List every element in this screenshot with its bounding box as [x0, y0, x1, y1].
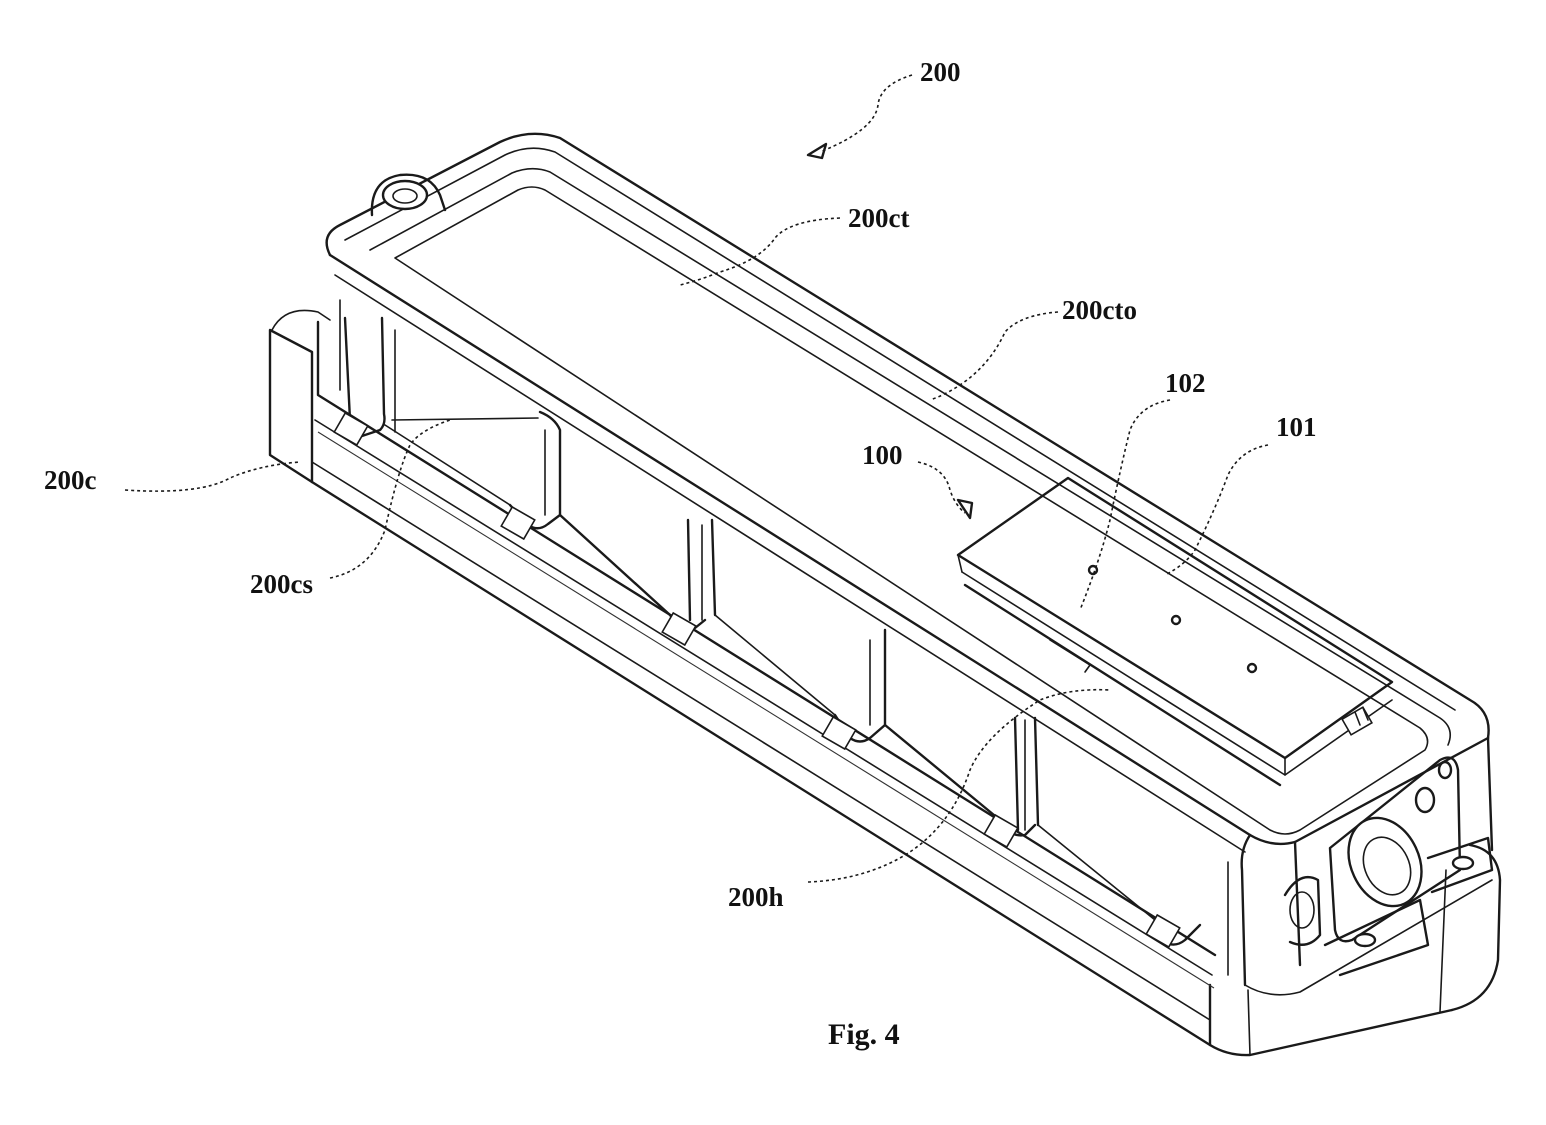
label-100: 100 — [862, 440, 903, 470]
label-102: 102 — [1165, 368, 1206, 398]
label-200cto: 200cto — [1062, 295, 1137, 325]
figure-caption: Fig. 4 — [828, 1018, 900, 1051]
housing-cover — [316, 132, 1494, 996]
side-ribs — [333, 316, 1202, 949]
reference-labels: 200 200ct 200cto 102 101 100 200c 200cs … — [44, 57, 1317, 912]
label-200h: 200h — [728, 882, 784, 912]
label-200c: 200c — [44, 465, 97, 495]
antenna-module — [956, 476, 1394, 787]
label-200: 200 — [920, 57, 961, 87]
housing-body — [268, 309, 1502, 1057]
label-200ct: 200ct — [848, 203, 909, 233]
leader-lines — [124, 74, 1269, 883]
label-101: 101 — [1276, 412, 1317, 442]
connector-end — [1283, 756, 1494, 977]
label-200cs: 200cs — [250, 569, 313, 599]
